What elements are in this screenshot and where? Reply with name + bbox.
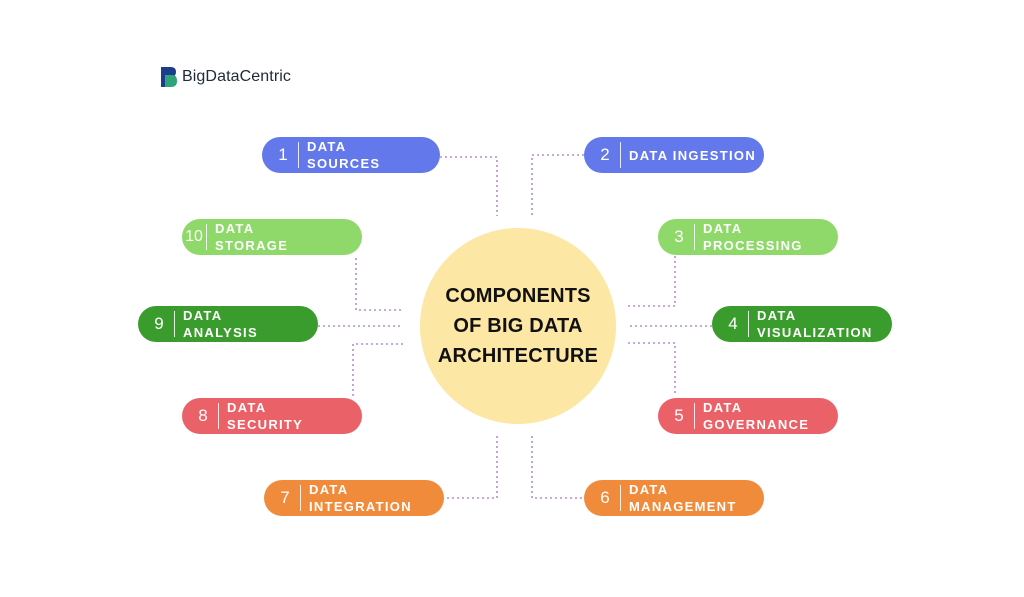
component-label: DATA VISUALIZATION [757,308,873,340]
connector-data-storage [355,258,403,311]
brand-name: BigDataCentric [182,68,292,85]
component-number: 4 [712,311,749,337]
brand-logo: BigDataCentric [160,66,291,88]
component-number: 10 [182,224,207,250]
component-number: 5 [658,403,695,429]
component-label: DATA PROCESSING [703,221,803,253]
component-data-governance: 5 DATA GOVERNANCE [658,398,838,434]
hub-title: COMPONENTS OF BIG DATA ARCHITECTURE [437,285,599,367]
component-label: DATA STORAGE [215,221,289,253]
connector-data-management [531,436,584,499]
component-number: 3 [658,224,695,250]
component-number: 1 [262,142,299,168]
component-data-security: 8 DATA SECURITY [182,398,362,434]
component-number: 9 [138,311,175,337]
bigdatacentric-logo-icon [161,67,177,87]
component-label: DATA INTEGRATION [309,482,412,514]
connector-data-processing [628,256,676,307]
component-label: DATA MANAGEMENT [629,482,737,514]
component-label: DATA GOVERNANCE [703,400,810,432]
component-data-sources: 1 DATA SOURCES [262,137,440,173]
component-data-visualization: 4 DATA VISUALIZATION [712,306,892,342]
component-number: 7 [264,485,301,511]
connector-data-governance [628,342,676,396]
component-data-analysis: 9 DATA ANALYSIS [138,306,318,342]
connector-data-integration [444,436,498,499]
connector-data-security [352,343,403,396]
component-data-integration: 7 DATA INTEGRATION [264,480,444,516]
component-number: 6 [584,485,621,511]
component-data-storage: 10 DATA STORAGE [182,219,362,255]
component-label: DATA ANALYSIS [183,308,258,340]
component-number: 8 [182,403,219,429]
component-data-ingestion: 2 DATA INGESTION [584,137,764,173]
component-number: 2 [584,142,621,168]
connector-data-sources [440,156,498,216]
connector-data-ingestion [531,154,584,216]
component-label: DATA SOURCES [307,139,381,171]
component-data-processing: 3 DATA PROCESSING [658,219,838,255]
component-label: DATA SECURITY [227,400,304,432]
central-hub: COMPONENTS OF BIG DATA ARCHITECTURE [420,228,616,424]
component-data-management: 6 DATA MANAGEMENT [584,480,764,516]
component-label: DATA INGESTION [629,147,757,163]
